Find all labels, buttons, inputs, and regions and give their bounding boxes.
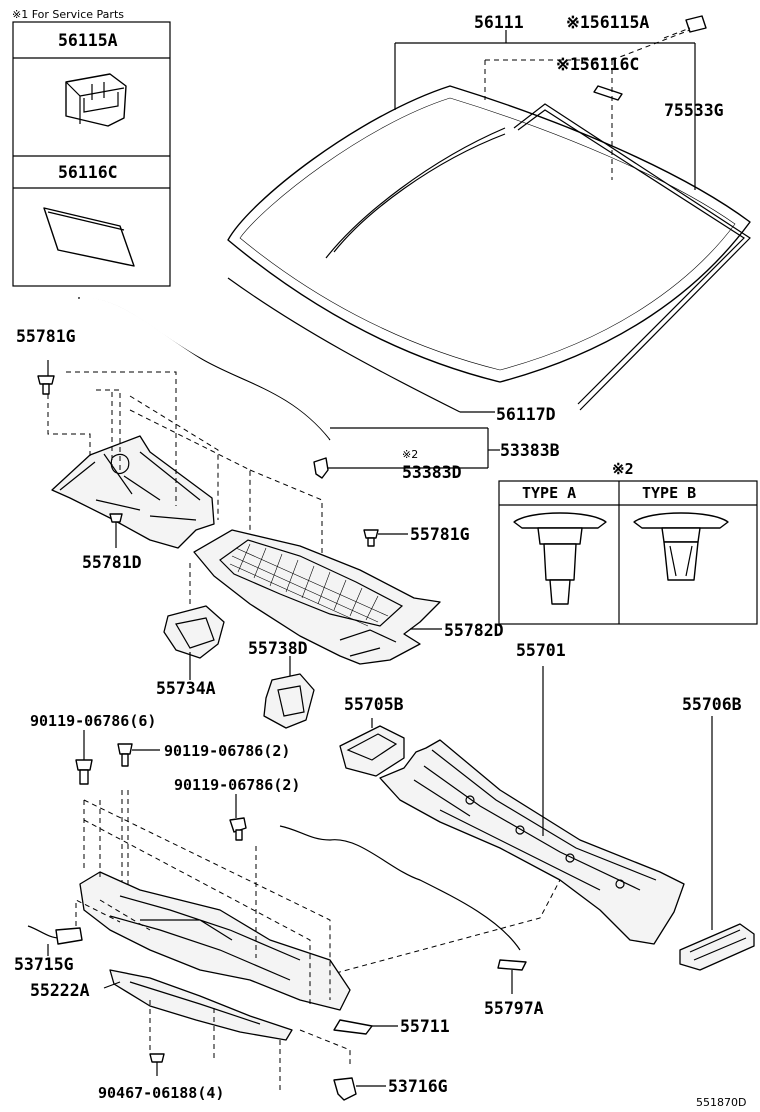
bracket-55734a [163, 605, 225, 659]
label-90119-2a: 90119-06786(2) [164, 742, 290, 760]
bolt-icon [75, 759, 93, 785]
clip-type-mark: ※2 [612, 460, 634, 478]
label-53383d: 53383D [402, 463, 462, 482]
label-55711: 55711 [400, 1017, 450, 1036]
label-90119-6: 90119-06786(6) [30, 712, 156, 730]
label-56111: 56111 [474, 13, 524, 32]
bolt-icon [229, 817, 247, 841]
label-53383b: 53383B [500, 441, 560, 460]
service-parts-box: ※1 For Service Parts 56115A 56116C [12, 8, 171, 287]
windshield-glass [227, 85, 751, 413]
pad-56116c-icon [593, 85, 623, 101]
type-a-clip-icon [513, 512, 607, 605]
label-55705b: 55705B [344, 695, 404, 714]
label-56115a: ※156115A [566, 13, 649, 32]
type-b-label: TYPE B [642, 484, 696, 502]
label-75533g: 75533G [664, 101, 724, 120]
service-parts-header: ※1 For Service Parts [12, 8, 124, 21]
label-56117d: 56117D [496, 405, 556, 424]
clip-53383d-icon [313, 457, 329, 479]
pad-icon [43, 207, 135, 267]
label-55797a: 55797A [484, 999, 544, 1018]
label-55781d: 55781D [82, 553, 142, 572]
label-55706b: 55706B [682, 695, 742, 714]
label-90119-2b: 90119-06786(2) [174, 776, 300, 794]
clip-90467-icon [149, 1053, 165, 1063]
bracket-55705b [339, 725, 405, 777]
screw-icon [37, 375, 55, 395]
label-56116c: ※156116C [556, 55, 639, 74]
label-55738d: 55738D [248, 639, 308, 658]
cowl-side-left [51, 435, 215, 549]
screw-icon [109, 513, 123, 523]
bracket-53716g [333, 1077, 357, 1101]
label-55734a: 55734A [156, 679, 216, 698]
lower-cowl-panel [79, 871, 373, 1035]
label-53716g: 53716G [388, 1077, 448, 1096]
cowl-louver [193, 529, 441, 665]
label-55781g-top: 55781G [16, 327, 76, 346]
moulding-inner [517, 109, 745, 405]
label-mark-2: ※2 [402, 448, 418, 461]
label-90467: 90467-06188(4) [98, 1084, 224, 1102]
bracket-55706b [679, 923, 755, 971]
bracket-55738d [263, 673, 315, 729]
screw-icon [363, 529, 379, 539]
label-55782d: 55782D [444, 621, 504, 640]
clip-icon [65, 73, 127, 127]
type-b-clip-icon [633, 512, 729, 581]
bolt-icon [117, 743, 133, 767]
service-item-label: 56115A [58, 31, 118, 50]
service-item-label: 56116C [58, 163, 118, 182]
label-55701: 55701 [516, 641, 566, 660]
clip-type-box: ※2 TYPE A TYPE B [498, 460, 758, 625]
seal-55222a [109, 969, 293, 1041]
label-55781g-mid: 55781G [410, 525, 470, 544]
label-55222a: 55222A [30, 981, 90, 1000]
label-53715g: 53715G [14, 955, 74, 974]
moulding-strip [513, 103, 751, 411]
clip-56115a-icon [685, 15, 707, 33]
clip-55797a-icon [497, 959, 527, 971]
sensor-53715g [27, 925, 83, 945]
diagram-id: 551870D [696, 1096, 746, 1109]
type-a-label: TYPE A [522, 484, 576, 502]
cowl-panel [379, 739, 685, 945]
